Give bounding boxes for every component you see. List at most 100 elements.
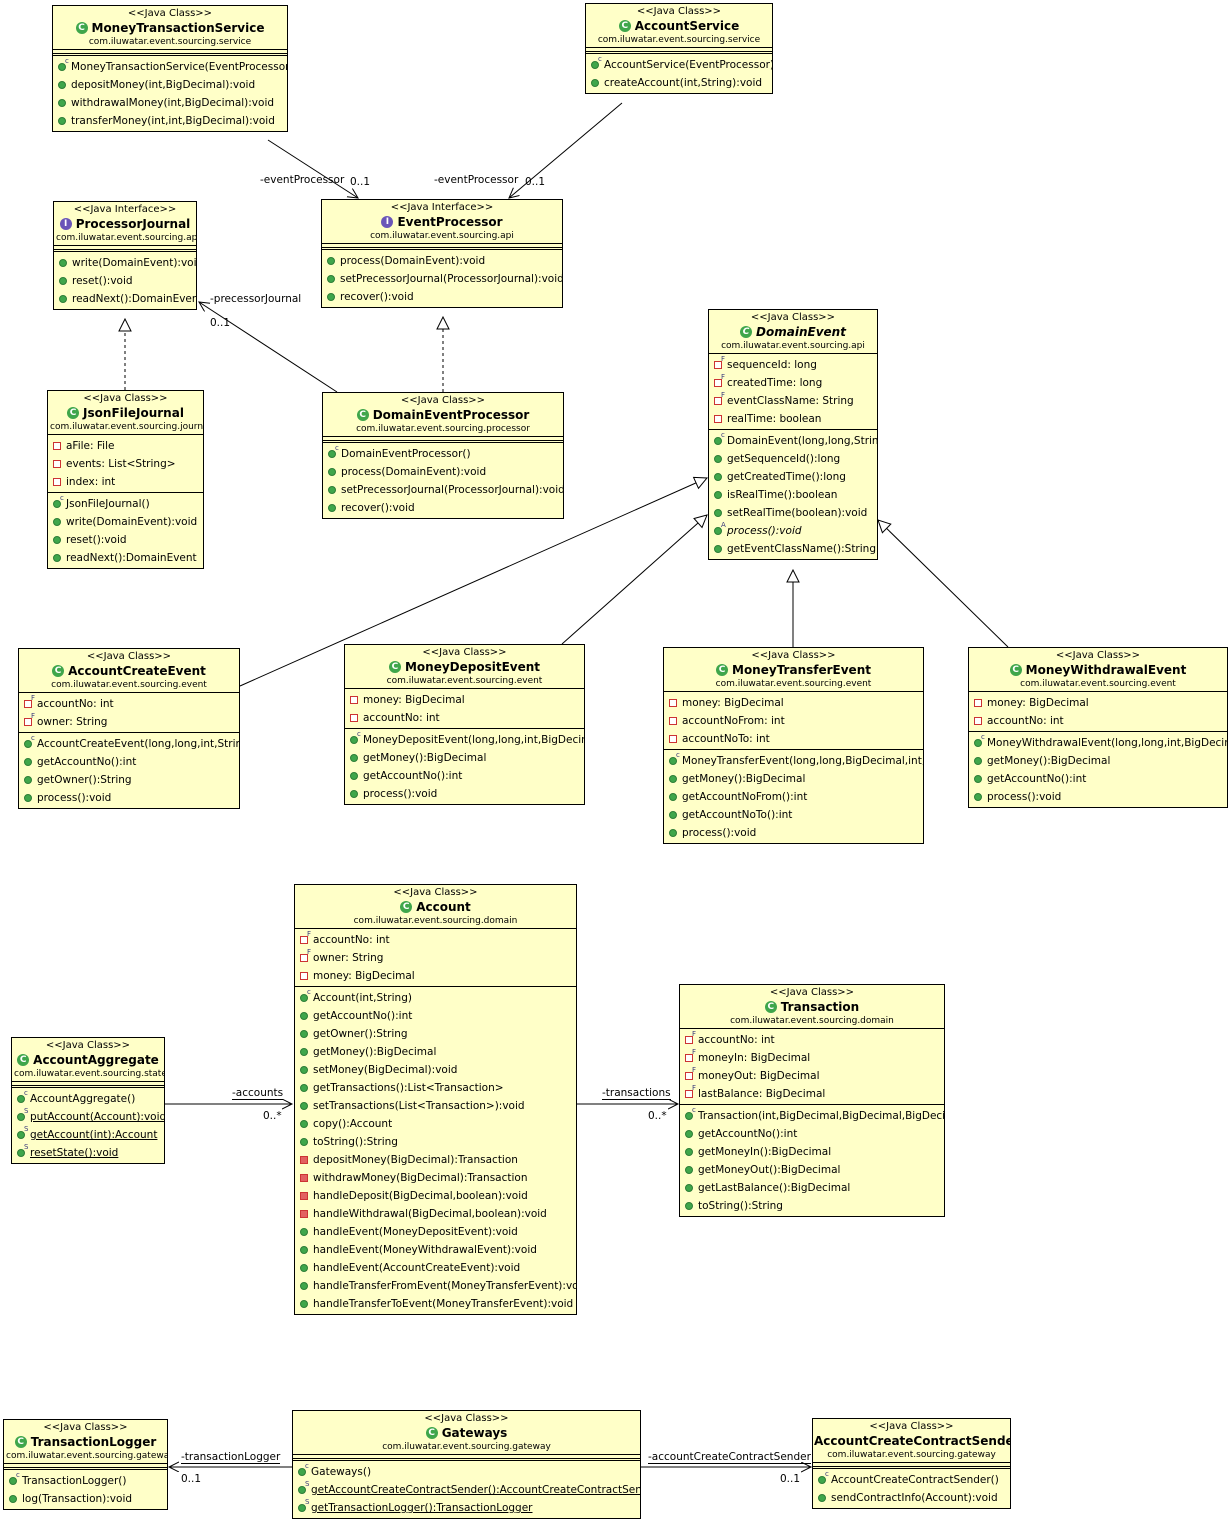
stereotype: <<Java Class>> [750,312,836,323]
method-row: getCreatedTime():long [709,468,877,486]
label-precessorjournal: -precessorJournal [210,293,302,305]
package-name: com.iluwatar.event.sourcing.service [88,37,252,47]
public-visibility-icon [350,772,358,780]
method-text: Gateways() [311,1466,372,1478]
method-row: handleDeposit(BigDecimal,boolean):void [295,1187,576,1205]
public-visibility-icon [685,1148,693,1156]
public-visibility-icon [53,518,61,526]
stereotype: <<Java Interface>> [390,202,494,213]
class-icon: C [356,409,369,421]
field-text: createdTime: long [727,377,823,389]
public-visibility-icon [300,1102,308,1110]
method-row: getAccountNo():int [345,767,584,785]
method-text: getAccount(int):Account [30,1129,158,1141]
package-name: com.iluwatar.event.sourcing.api [56,233,197,243]
method-text: recover():void [340,291,414,303]
public-visibility-icon [685,1112,693,1120]
modifier-s-icon: S [305,1498,310,1506]
class-name-text: AccountService [634,19,740,33]
field-text: accountNo: int [363,712,440,724]
method-text: process():void [37,792,112,804]
method-text: process(DomainEvent):void [340,255,486,267]
field-text: moneyOut: BigDecimal [698,1070,820,1082]
class-icon: C [425,1427,438,1439]
public-visibility-icon [300,1228,308,1236]
modifier-f-icon: F [721,373,726,381]
method-text: handleDeposit(BigDecimal,boolean):void [313,1190,528,1202]
class-box-accs[interactable]: <<Java Class>>CAccountCreateContractSend… [812,1418,1011,1509]
field-text: events: List<String> [66,458,176,470]
field-row: aFile: File [48,437,203,455]
label-mult-1: 0..1 [350,176,371,188]
method-row: getMoneyIn():BigDecimal [680,1143,944,1161]
private-visibility-icon [974,699,982,707]
method-text: MoneyTransactionService(EventProcessor) [71,61,288,73]
public-visibility-icon [298,1468,306,1476]
label-mult-3: 0..1 [210,317,231,329]
public-visibility-icon [818,1476,826,1484]
method-row: getOwner():String [19,771,239,789]
method-row: process():void [969,788,1227,806]
label-mult-7: 0..1 [780,1473,801,1485]
private-visibility-icon [53,442,61,450]
public-visibility-icon [9,1495,17,1503]
public-visibility-icon [714,545,722,553]
method-text: getLastBalance():BigDecimal [698,1182,851,1194]
public-visibility-icon [974,757,982,765]
modifier-f-icon: F [692,1030,697,1038]
field-row: accountNoTo: int [664,730,923,748]
field-text: money: BigDecimal [313,970,415,982]
method-text: isRealTime():boolean [727,489,838,501]
public-visibility-icon [714,455,722,463]
method-text: AccountAggregate() [30,1093,136,1105]
interface-icon: I [59,218,72,230]
method-text: setRealTime(boolean):void [727,507,868,519]
method-row: process(DomainEvent):void [323,463,563,481]
method-text: putAccount(Account):void [30,1111,165,1123]
method-text: MoneyTransferEvent(long,long,BigDecimal,… [682,755,924,767]
method-text: getMoneyIn():BigDecimal [698,1146,832,1158]
modifier-c-icon: c [676,751,680,759]
field-row: accountNo: int [969,712,1227,730]
private-visibility-icon [685,1054,693,1062]
label-mult-5: 0..* [648,1110,667,1122]
method-text: Transaction(int,BigDecimal,BigDecimal,Bi… [698,1110,945,1122]
public-visibility-icon [58,81,66,89]
class-icon: C [764,1001,777,1013]
stereotype: <<Java Class>> [422,647,507,658]
method-text: process():void [727,525,802,537]
public-visibility-icon [327,293,335,301]
private-visibility-icon [300,1192,308,1200]
method-text: readNext():DomainEvent [72,293,197,305]
package-name: com.iluwatar.event.sourcing.gateway [6,1451,168,1461]
class-icon: C [618,20,631,32]
public-visibility-icon [53,500,61,508]
public-visibility-icon [53,554,61,562]
